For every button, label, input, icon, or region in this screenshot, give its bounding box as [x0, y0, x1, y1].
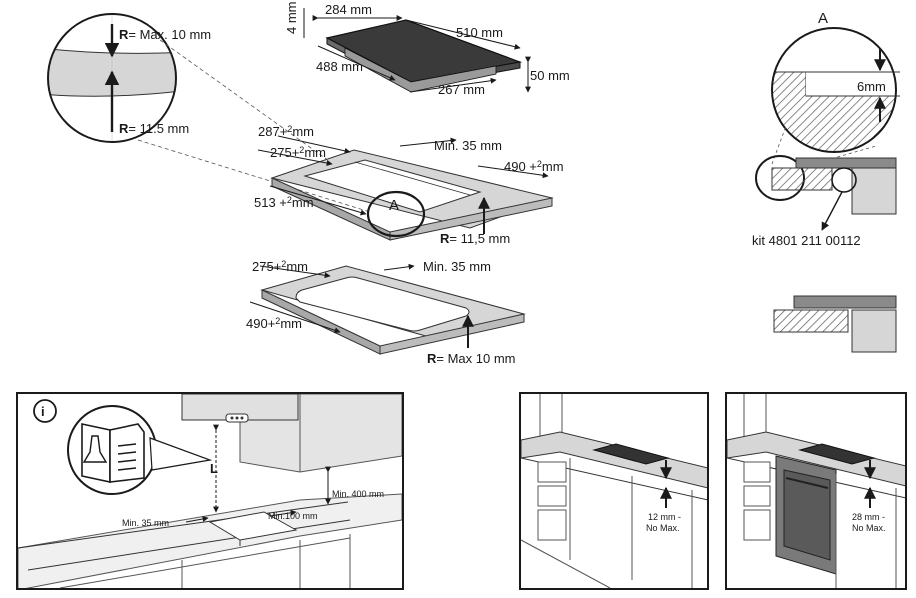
section-a-detail — [755, 27, 900, 231]
cutout1-min35: Min. 35 mm — [434, 138, 502, 153]
cutout2-radius: R= Max 10 mm — [427, 351, 516, 366]
hob-dim-284: 284 mm — [325, 2, 372, 17]
clearance-min100: Min.100 mm — [268, 511, 318, 521]
oven-dim-line2: No Max. — [852, 523, 886, 533]
oven-panel — [725, 392, 907, 590]
section-b-detail — [773, 295, 897, 353]
cutout1-dim-275: 275+2mm — [270, 145, 326, 160]
clearance-L: L — [210, 461, 218, 476]
section-a-gap: 6mm — [857, 79, 886, 94]
clearance-min35: Min. 35 mm — [122, 518, 169, 528]
hob-dim-4: 4 mm — [284, 2, 299, 35]
clearance-min400: Min. 400 mm — [332, 489, 384, 499]
leader-line — [137, 139, 371, 213]
cutout1-radius: R= 11,5 mm — [440, 231, 510, 246]
cutout1-dim-513: 513 +2mm — [254, 195, 314, 210]
corner-r-bottom: R= 11.5 mm — [119, 121, 189, 136]
clearance-panel — [16, 392, 404, 590]
drawer-dim-line1: 12 mm - — [648, 512, 681, 522]
section-a-kit: kit 4801 211 00112 — [752, 233, 861, 248]
cutout1-dim-490: 490 +2mm — [504, 159, 564, 174]
cutout2-dim-275: 275+2mm — [252, 259, 308, 274]
corner-r-top: R= Max. 10 mm — [119, 27, 211, 42]
cutout1-worktop — [257, 135, 554, 241]
drawer-dim-line2: No Max. — [646, 523, 680, 533]
cutout2-worktop — [249, 263, 526, 355]
leader-line — [159, 39, 379, 197]
hob-dim-267: 267 mm — [438, 82, 485, 97]
oven-dim-line1: 28 mm - — [852, 512, 885, 522]
cutout2-dim-490: 490+2mm — [246, 316, 302, 331]
section-a-title: A — [818, 10, 828, 27]
hob-dim-50: 50 mm — [530, 68, 570, 83]
cutout1-dim-287: 287+2mm — [258, 124, 314, 139]
cutout2-min35: Min. 35 mm — [423, 259, 491, 274]
hob-dim-510: 510 mm — [456, 25, 503, 40]
hob-dim-488: 488 mm — [316, 59, 363, 74]
drawer-panel — [519, 392, 709, 590]
hob-drawing — [303, 8, 531, 93]
cutout1-marker-a: A — [389, 197, 399, 214]
info-icon: i — [41, 404, 45, 419]
corner-detail-circle — [47, 13, 177, 143]
